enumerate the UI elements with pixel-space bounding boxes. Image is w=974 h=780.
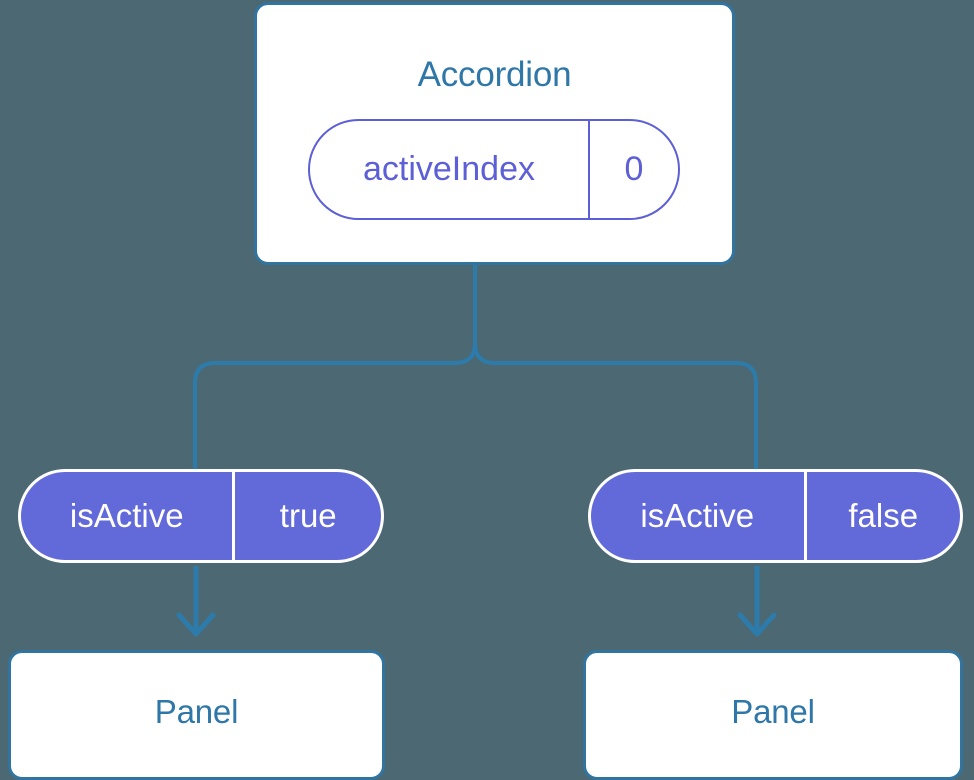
arrow-head-left-icon <box>176 612 216 637</box>
connector-to-left-branch <box>193 265 477 469</box>
prop-pill-key: isActive <box>69 497 184 534</box>
panel-component-card-right[interactable]: Panel <box>583 650 963 780</box>
state-pill-value: 0 <box>587 121 678 218</box>
prop-pill-is-active-false[interactable]: isActive false <box>588 469 963 563</box>
prop-pill-is-active-true[interactable]: isActive true <box>18 469 384 563</box>
state-pill-key: activeIndex <box>362 150 535 188</box>
panel-card-title: Panel <box>154 693 239 730</box>
prop-pill-value: true <box>232 472 381 560</box>
state-pill-active-index[interactable]: activeIndex 0 <box>308 119 680 220</box>
arrow-head-right-icon <box>737 612 777 637</box>
panel-component-card-left[interactable]: Panel <box>8 650 385 780</box>
panel-card-title: Panel <box>731 693 815 730</box>
connector-to-right-branch <box>473 265 758 469</box>
prop-pill-value: false <box>803 472 960 560</box>
prop-pill-key: isActive <box>640 497 755 534</box>
accordion-card-title: Accordion <box>417 55 572 94</box>
